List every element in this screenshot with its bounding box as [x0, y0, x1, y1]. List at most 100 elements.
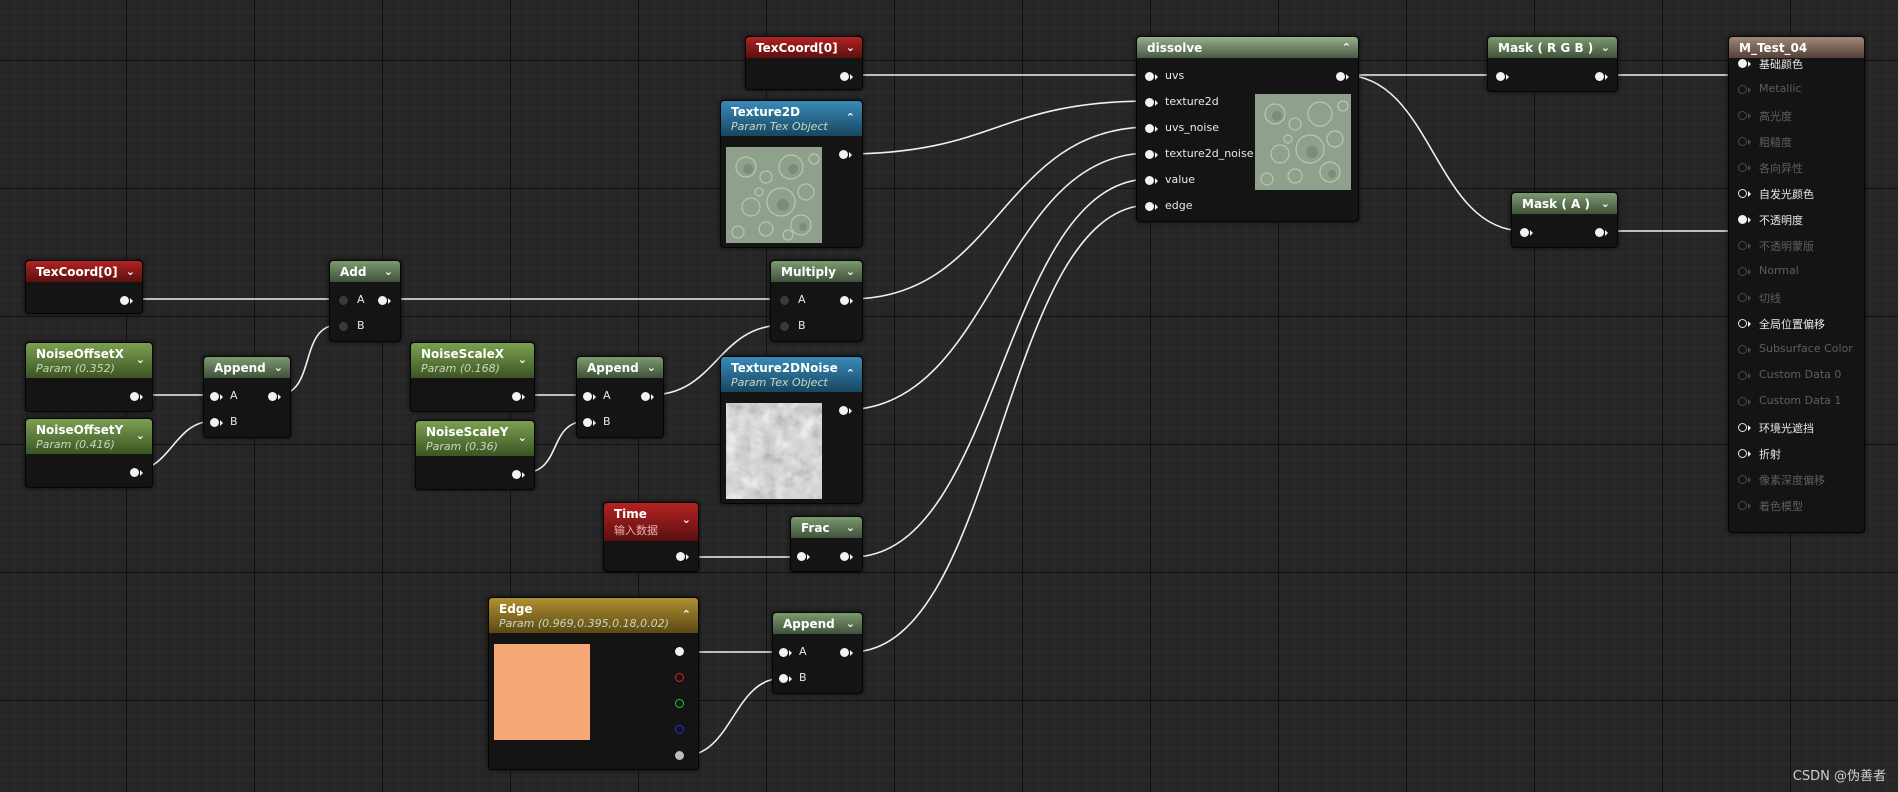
node-header[interactable]: Mask ( A )⌄ — [1512, 193, 1617, 214]
node-header[interactable]: dissolve⌃ — [1137, 37, 1358, 58]
chevron-down-icon[interactable]: ⌄ — [517, 431, 527, 444]
node-header[interactable]: Append⌄ — [577, 357, 663, 378]
output-pin[interactable] — [840, 648, 849, 657]
chevron-down-icon[interactable]: ⌄ — [1600, 41, 1610, 54]
output-pin[interactable] — [268, 392, 277, 401]
result-input-pin[interactable] — [1738, 59, 1747, 68]
texcoord-node-left[interactable]: TexCoord[0]⌄ — [25, 260, 143, 314]
chevron-down-icon[interactable]: ⌄ — [135, 353, 145, 366]
node-header[interactable]: Frac⌄ — [791, 517, 862, 538]
mask-a-node[interactable]: Mask ( A )⌄ — [1511, 192, 1618, 248]
output-pin[interactable] — [120, 296, 129, 305]
output-pin-g[interactable] — [675, 699, 684, 708]
result-input-pin[interactable] — [1738, 319, 1747, 328]
input-pin-texture2d[interactable] — [1145, 98, 1154, 107]
result-input-pin[interactable] — [1738, 449, 1747, 458]
input-pin[interactable] — [1496, 72, 1505, 81]
chevron-down-icon[interactable]: ⌄ — [517, 353, 527, 366]
input-pin-value[interactable] — [1145, 176, 1154, 185]
node-header[interactable]: Mask ( R G B )⌄ — [1488, 37, 1617, 58]
add-node[interactable]: Add⌄ A B — [329, 260, 401, 342]
chevron-down-icon[interactable]: ⌄ — [845, 41, 855, 54]
input-pin-texture2d-noise[interactable] — [1145, 150, 1154, 159]
chevron-down-icon[interactable]: ⌄ — [845, 521, 855, 534]
input-pin[interactable] — [1520, 228, 1529, 237]
chevron-down-icon[interactable]: ⌄ — [845, 617, 855, 630]
output-pin[interactable] — [130, 392, 139, 401]
append-node-3[interactable]: Append⌄ A B — [772, 612, 863, 694]
chevron-up-icon[interactable]: ⌃ — [845, 111, 855, 124]
input-pin-b[interactable] — [780, 322, 789, 331]
input-pin-edge[interactable] — [1145, 202, 1154, 211]
node-header[interactable]: Multiply⌄ — [771, 261, 862, 282]
output-pin[interactable] — [840, 296, 849, 305]
chevron-down-icon[interactable]: ⌄ — [383, 265, 393, 278]
output-pin[interactable] — [840, 72, 849, 81]
output-pin[interactable] — [839, 150, 848, 159]
chevron-up-icon[interactable]: ⌃ — [845, 367, 855, 380]
output-pin-rgba[interactable] — [675, 647, 684, 656]
dissolve-function-node[interactable]: dissolve⌃ uvs texture2d uvs_noise textur… — [1136, 36, 1359, 222]
input-pin-a[interactable] — [780, 296, 789, 305]
node-header[interactable]: TexCoord[0]⌄ — [26, 261, 142, 282]
node-header[interactable]: M_Test_04 — [1729, 37, 1864, 58]
node-header[interactable]: Add⌄ — [330, 261, 400, 282]
chevron-down-icon[interactable]: ⌄ — [273, 361, 283, 374]
chevron-down-icon[interactable]: ⌄ — [646, 361, 656, 374]
texcoord-node-top[interactable]: TexCoord[0]⌄ — [745, 36, 863, 90]
input-pin-a[interactable] — [583, 392, 592, 401]
chevron-down-icon[interactable]: ⌄ — [681, 513, 691, 526]
input-pin-b[interactable] — [339, 322, 348, 331]
chevron-down-icon[interactable]: ⌄ — [125, 265, 135, 278]
input-pin-uvs-noise[interactable] — [1145, 124, 1154, 133]
chevron-down-icon[interactable]: ⌄ — [1600, 197, 1610, 210]
output-pin-r[interactable] — [675, 673, 684, 682]
chevron-up-icon[interactable]: ⌃ — [1341, 41, 1351, 54]
output-pin[interactable] — [676, 552, 685, 561]
output-pin[interactable] — [1595, 228, 1604, 237]
multiply-node[interactable]: Multiply⌄ A B — [770, 260, 863, 342]
input-pin-b[interactable] — [210, 418, 219, 427]
output-pin[interactable] — [1336, 72, 1345, 81]
node-header[interactable]: TexCoord[0]⌄ — [746, 37, 862, 58]
input-pin-uvs[interactable] — [1145, 72, 1154, 81]
chevron-down-icon[interactable]: ⌄ — [135, 429, 145, 442]
result-input-pin[interactable] — [1738, 215, 1747, 224]
input-pin-a[interactable] — [210, 392, 219, 401]
mask-rgb-node[interactable]: Mask ( R G B )⌄ — [1487, 36, 1618, 92]
output-pin-a[interactable] — [675, 751, 684, 760]
output-pin[interactable] — [641, 392, 650, 401]
input-pin-b[interactable] — [779, 674, 788, 683]
input-pin-a[interactable] — [339, 296, 348, 305]
result-input-pin[interactable] — [1738, 423, 1747, 432]
append-node-2[interactable]: Append⌄ A B — [576, 356, 664, 438]
output-pin[interactable] — [839, 406, 848, 415]
output-pin[interactable] — [378, 296, 387, 305]
output-pin[interactable] — [512, 392, 521, 401]
append-node-1[interactable]: Append⌄ A B — [203, 356, 291, 438]
input-pin-a[interactable] — [779, 648, 788, 657]
output-pin[interactable] — [1595, 72, 1604, 81]
output-pin[interactable] — [130, 468, 139, 477]
input-pin-b[interactable] — [583, 418, 592, 427]
node-header[interactable]: Append⌄ — [773, 613, 862, 634]
output-pin[interactable] — [512, 470, 521, 479]
output-pin-b[interactable] — [675, 725, 684, 734]
